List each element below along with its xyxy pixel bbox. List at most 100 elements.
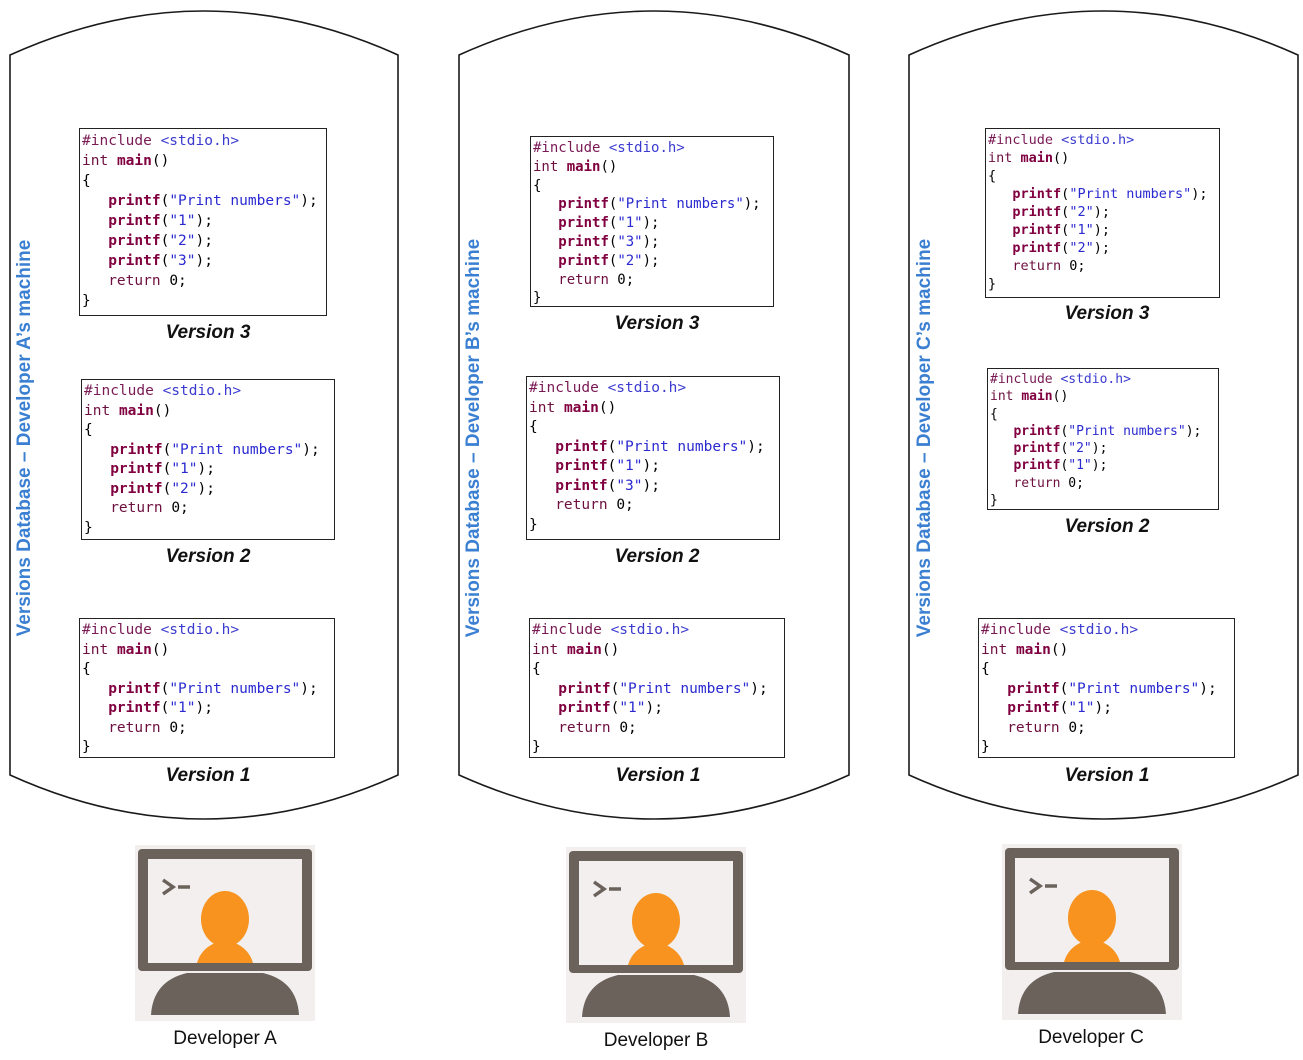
code-box-version-3: #include <stdio.h> int main() { printf("Pr… <box>79 128 327 316</box>
code-box-version-1: #include <stdio.h> int main() { printf("Pr… <box>529 618 785 758</box>
terminal-icon <box>592 880 621 898</box>
code-line: return 0; <box>108 273 187 289</box>
version-label: Version 2 <box>1064 516 1150 537</box>
code-line: printf("1"); <box>555 458 660 474</box>
code-line: { <box>981 661 990 677</box>
code-line: printf("2"); <box>1013 441 1108 457</box>
code-line: printf("Print numbers"); <box>108 193 318 209</box>
code-line: #include <stdio.h> <box>990 372 1131 387</box>
version-label: Version 2 <box>165 546 251 567</box>
code-line: } <box>532 739 541 755</box>
code-line: { <box>529 419 538 435</box>
code-box-version-1: #include <stdio.h> int main() { printf("Pr… <box>79 618 335 758</box>
code-line: #include <stdio.h> <box>533 140 685 156</box>
code-line: printf("Print numbers"); <box>1012 186 1208 202</box>
code-line: printf("Print numbers"); <box>558 196 761 213</box>
developer-icon <box>1002 844 1182 1020</box>
code-line: } <box>533 290 542 307</box>
code-line: { <box>82 661 91 677</box>
code-line: return 0; <box>108 719 187 736</box>
code-line: printf("Print numbers"); <box>1013 423 1202 439</box>
code-line: #include <stdio.h> <box>84 383 242 399</box>
code-box-version-1: #include <stdio.h> int main() { printf("Pr… <box>978 618 1235 758</box>
code-line: printf("1"); <box>1013 458 1108 474</box>
developer-icon <box>566 847 746 1023</box>
code-line: printf("1"); <box>108 213 213 229</box>
code-line: #include <stdio.h> <box>82 133 240 149</box>
code-box-version-2: #include <stdio.h> int main() { printf("Pr… <box>526 376 780 540</box>
code-line: { <box>84 422 93 438</box>
code-line: return 0; <box>1013 475 1084 491</box>
code-line: } <box>529 516 538 533</box>
code-line: printf("3"); <box>558 233 660 250</box>
code-line: printf("1"); <box>558 700 663 716</box>
version-label: Version 3 <box>1064 303 1150 324</box>
code-line: printf("2"); <box>110 480 215 497</box>
code-line: printf("1"); <box>108 700 213 716</box>
code-line: int main() <box>82 641 170 658</box>
version-label: Version 1 <box>615 765 701 786</box>
code-line: printf("Print numbers"); <box>110 441 320 458</box>
code-line: #include <stdio.h> <box>529 380 687 396</box>
database-label: Versions Database – Developer A’s machin… <box>14 239 35 637</box>
code-line: } <box>981 739 990 755</box>
code-line: printf("1"); <box>1012 222 1110 238</box>
code-line: printf("1"); <box>1007 700 1112 716</box>
code-line: return 0; <box>555 497 634 513</box>
code-line: int main() <box>988 150 1070 166</box>
version-label: Version 1 <box>1064 765 1150 786</box>
code-line: int main() <box>981 641 1069 658</box>
person-icon <box>197 891 253 963</box>
code-line: { <box>990 406 998 422</box>
code-line: } <box>82 739 91 755</box>
code-line: printf("2"); <box>1012 240 1110 256</box>
version-label: Version 3 <box>165 322 251 343</box>
code-line: int main() <box>532 641 620 658</box>
code-line: int main() <box>84 402 172 419</box>
code-line: #include <stdio.h> <box>981 622 1139 638</box>
code-line: } <box>990 493 998 509</box>
code-line: printf("Print numbers"); <box>555 438 765 455</box>
code-line: return 0; <box>1007 719 1086 736</box>
code-box-version-2: #include <stdio.h> int main(){ printf("Pr… <box>987 368 1219 510</box>
person-icon <box>628 893 684 965</box>
code-line: } <box>988 276 997 292</box>
code-line: #include <stdio.h> <box>988 132 1135 148</box>
code-line: printf("3"); <box>555 477 660 494</box>
developer-label: Developer A <box>173 1028 277 1049</box>
database-label: Versions Database – Developer C’s machin… <box>914 238 935 638</box>
code-line: } <box>82 293 91 309</box>
code-box-version-3: #include <stdio.h> int main() { printf("Pr… <box>530 136 774 307</box>
person-icon <box>1064 890 1120 962</box>
code-line: printf("Print numbers"); <box>108 680 318 697</box>
version-label: Version 3 <box>614 313 700 334</box>
code-line: printf("Print numbers"); <box>1007 680 1217 697</box>
code-line: printf("Print numbers"); <box>558 680 768 697</box>
code-line: int main() <box>533 158 618 175</box>
code-line: int main() <box>82 153 170 169</box>
developer-label: Developer B <box>603 1030 709 1051</box>
code-line: int main() <box>529 399 617 416</box>
code-line: return 0; <box>558 271 635 288</box>
code-line: int main() <box>990 389 1069 405</box>
code-line: printf("2"); <box>108 233 213 249</box>
code-line: printf("1"); <box>110 461 215 477</box>
code-line: { <box>82 173 91 189</box>
code-line: return 0; <box>558 719 637 736</box>
code-line: { <box>988 168 997 184</box>
code-line: { <box>533 177 542 194</box>
code-line: printf("2"); <box>558 252 660 269</box>
version-label: Version 1 <box>165 765 251 786</box>
code-line: printf("1"); <box>558 215 660 232</box>
database-label: Versions Database – Developer B’s machin… <box>463 238 484 638</box>
code-line: { <box>532 661 541 677</box>
developer-icon <box>135 845 315 1021</box>
code-line: #include <stdio.h> <box>82 622 240 638</box>
terminal-icon <box>161 878 190 896</box>
terminal-icon <box>1028 877 1057 895</box>
code-line: #include <stdio.h> <box>532 622 690 638</box>
code-box-version-2: #include <stdio.h> int main() { printf("Pr… <box>81 379 335 540</box>
code-line: return 0; <box>1012 258 1086 274</box>
code-line: } <box>84 519 93 536</box>
developer-label: Developer C <box>1038 1027 1144 1048</box>
